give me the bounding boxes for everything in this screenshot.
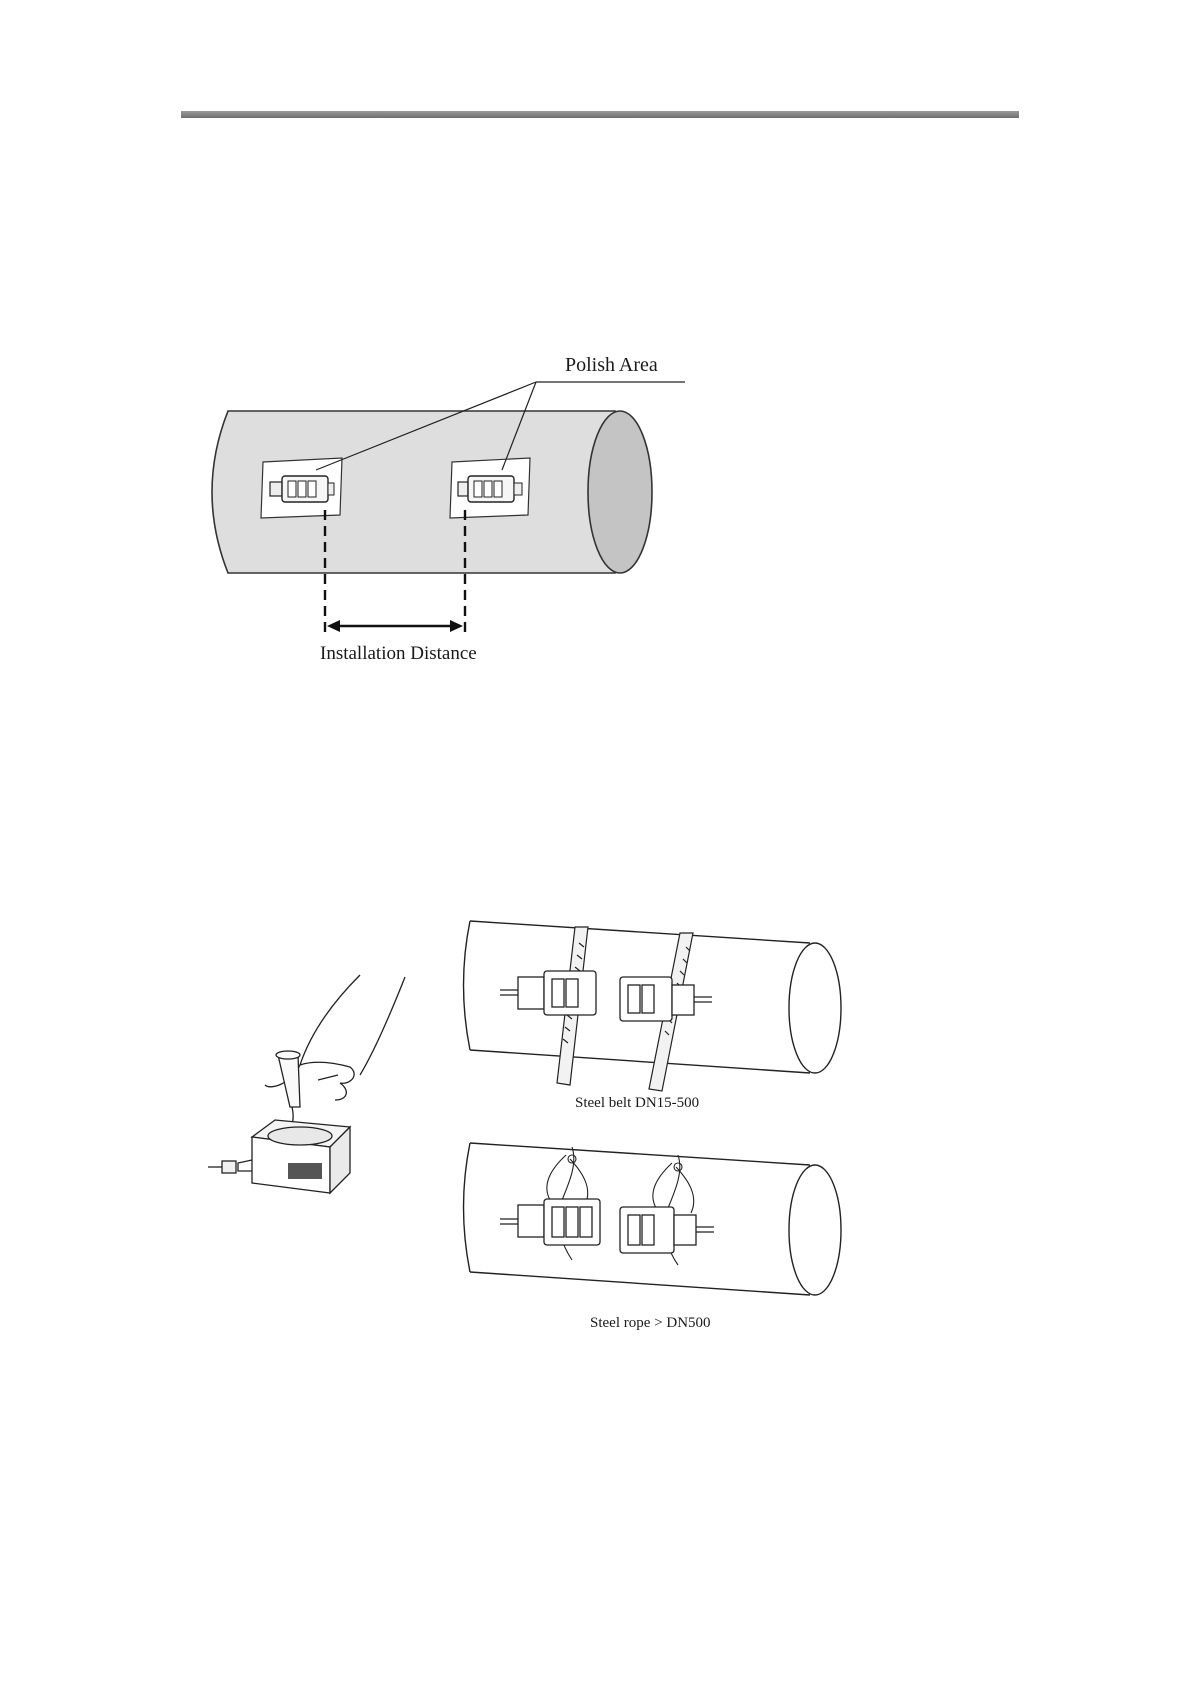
pipe-steel-belt [464, 921, 842, 1091]
distance-arrow [327, 620, 463, 632]
polish-area-left [261, 458, 342, 518]
pipe-steel-rope [464, 1143, 842, 1295]
polish-area-label: Polish Area [565, 354, 658, 376]
steel-rope-caption: Steel rope > DN500 [590, 1315, 711, 1331]
couplant-tube-icon [278, 1055, 300, 1107]
polish-area-right [450, 458, 530, 518]
transducer-right-icon [458, 476, 522, 502]
sensor-block-icon [208, 1120, 350, 1193]
transducer-belt-right-icon [620, 977, 712, 1021]
transducer-belt-left-icon [500, 971, 596, 1015]
transducer-rope-right-icon [620, 1207, 714, 1253]
steel-belt-caption: Steel belt DN15-500 [575, 1095, 699, 1111]
mounting-methods-diagram: Steel belt DN15-500 [200, 915, 860, 1350]
transducer-rope-left-icon [500, 1199, 600, 1245]
header-rule [181, 111, 1019, 118]
couplant-application-illustration [208, 975, 405, 1193]
installation-distance-label: Installation Distance [320, 643, 477, 664]
hand-icon [265, 975, 360, 1087]
polish-area-diagram: Polish Area Installation Distance [190, 345, 710, 675]
